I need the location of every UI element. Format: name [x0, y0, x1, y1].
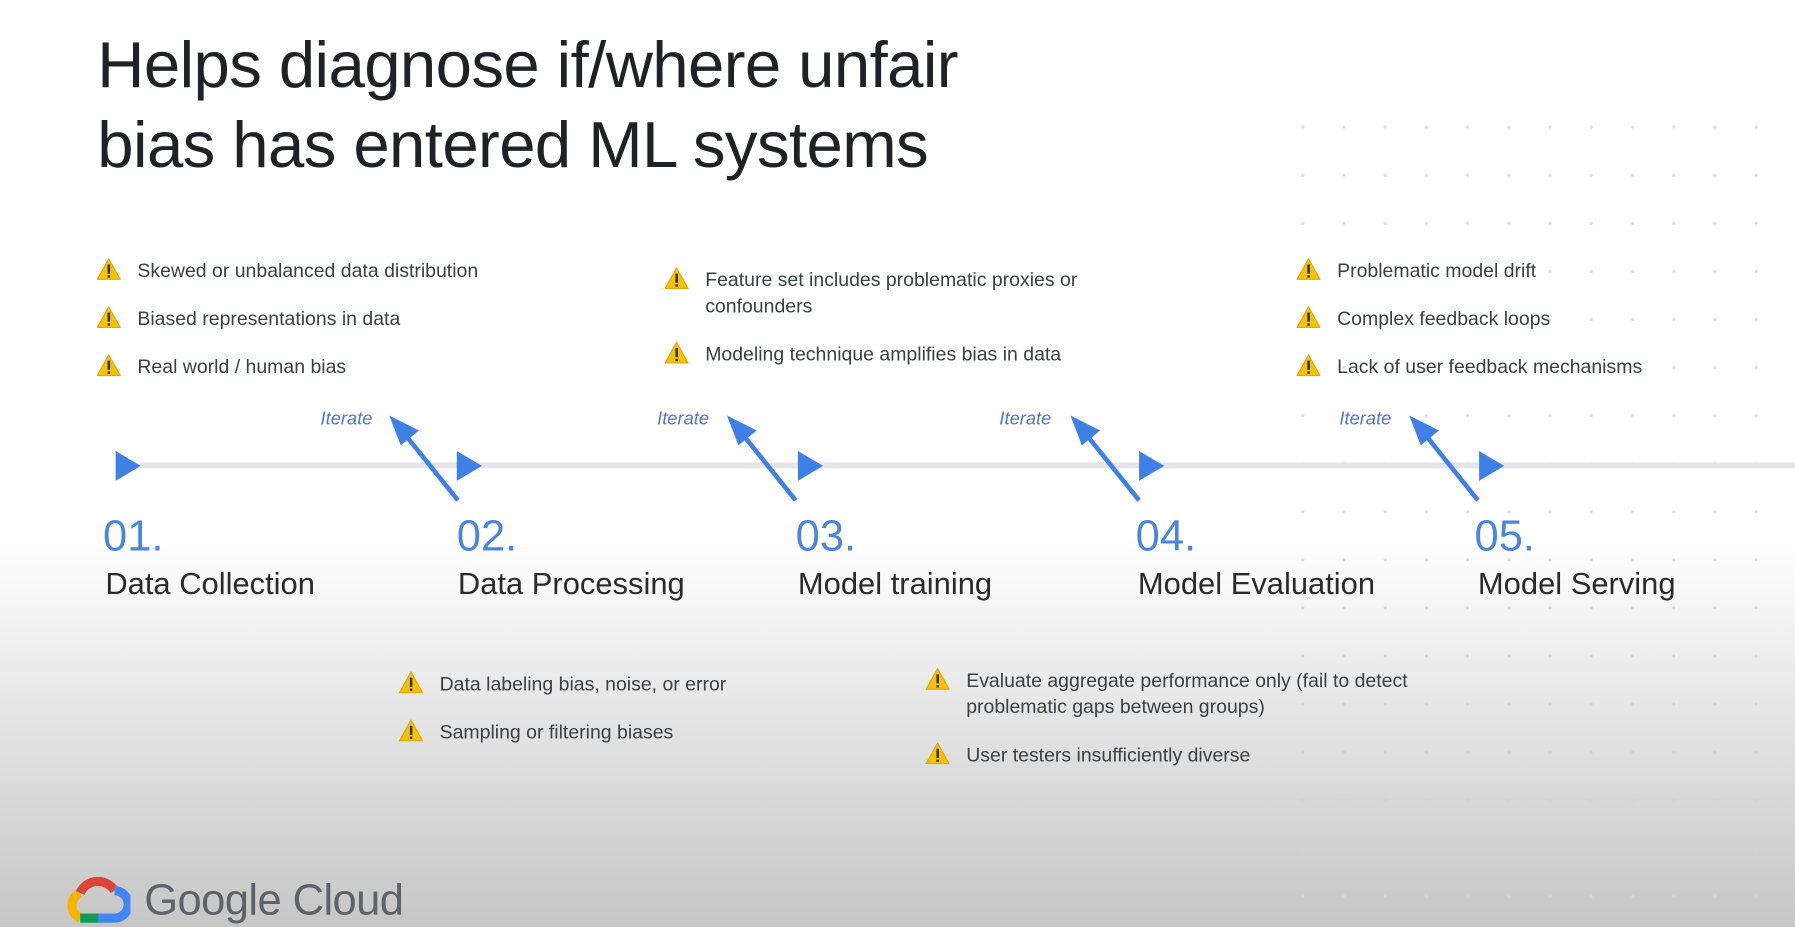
play-triangle-icon — [115, 451, 141, 481]
stage-number: 03. — [795, 512, 857, 561]
stage-number: 04. — [1135, 512, 1197, 561]
risk-text: Sampling or filtering biases — [439, 721, 674, 743]
play-triangle-icon — [797, 451, 824, 481]
risk-text: Complex feedback loops — [1337, 307, 1551, 330]
timeline-line — [139, 462, 1795, 469]
risk-item: Lack of user feedback mechanisms — [1296, 354, 1777, 380]
risk-item: User testers insufficiently diverse — [925, 742, 1452, 768]
risk-text: Real world / human bias — [137, 356, 347, 378]
title-line-2: bias has entered ML systems — [97, 108, 929, 183]
stage-name: Model Evaluation — [1137, 566, 1376, 602]
risk-text: Skewed or unbalanced data distribution — [137, 259, 479, 282]
iterate-label: Iterate — [1339, 409, 1392, 430]
stage-name: Data Processing — [457, 566, 685, 602]
risk-text: Feature set includes problematic proxies… — [705, 269, 1078, 318]
risk-item: Evaluate aggregate performance only (fai… — [925, 667, 1452, 720]
play-triangle-icon — [1479, 451, 1505, 481]
risk-text: Problematic model drift — [1337, 259, 1537, 282]
risk-item: Feature set includes problematic proxies… — [664, 267, 1133, 320]
risk-item: Problematic model drift — [1296, 258, 1777, 284]
iterate-label: Iterate — [657, 409, 710, 430]
risk-text: User testers insufficiently diverse — [966, 744, 1251, 766]
arrow-icon — [726, 415, 798, 502]
risk-item: Complex feedback loops — [1296, 306, 1777, 332]
slide-title: Helps diagnose if/where unfair bias has … — [97, 25, 958, 185]
stage-name: Model Serving — [1477, 566, 1676, 602]
stage-name: Data Collection — [105, 566, 315, 602]
google-cloud-logo-icon — [67, 876, 131, 923]
stage-number: 05. — [1474, 512, 1535, 561]
risks-model-serving: Problematic model drift Complex feedback… — [1296, 258, 1777, 402]
risk-item: Sampling or filtering biases — [398, 719, 810, 745]
google-cloud-wordmark: Google Cloud — [144, 876, 404, 925]
stage-name: Model training — [797, 566, 993, 602]
risk-item: Skewed or unbalanced data distribution — [96, 258, 577, 284]
play-triangle-icon — [1139, 451, 1165, 481]
risk-item: Biased representations in data — [96, 306, 577, 332]
arrow-icon — [389, 415, 460, 502]
risk-item: Real world / human bias — [96, 354, 577, 380]
risk-text: Data labeling bias, noise, or error — [439, 673, 727, 695]
risks-data-collection: Skewed or unbalanced data distribution B… — [96, 258, 577, 402]
risk-text: Evaluate aggregate performance only (fai… — [966, 669, 1408, 718]
stage-number: 01. — [103, 512, 164, 561]
risk-item: Modeling technique amplifies bias in dat… — [664, 341, 1133, 367]
play-triangle-icon — [456, 451, 482, 481]
dot-grid-decoration — [1282, 103, 1795, 927]
risk-text: Modeling technique amplifies bias in dat… — [705, 343, 1062, 366]
stage-number: 02. — [456, 512, 518, 561]
risks-model-evaluation: Evaluate aggregate performance only (fai… — [925, 667, 1452, 789]
arrow-icon — [1409, 415, 1480, 502]
risks-data-processing: Data labeling bias, noise, or error Samp… — [398, 671, 810, 767]
risks-model-training: Feature set includes problematic proxies… — [664, 267, 1133, 389]
iterate-label: Iterate — [999, 409, 1052, 430]
risk-text: Lack of user feedback mechanisms — [1337, 356, 1643, 378]
iterate-label: Iterate — [320, 409, 373, 430]
risk-item: Data labeling bias, noise, or error — [398, 671, 810, 697]
risk-text: Biased representations in data — [137, 307, 401, 330]
title-line-1: Helps diagnose if/where unfair — [97, 28, 958, 102]
arrow-icon — [1070, 415, 1141, 502]
